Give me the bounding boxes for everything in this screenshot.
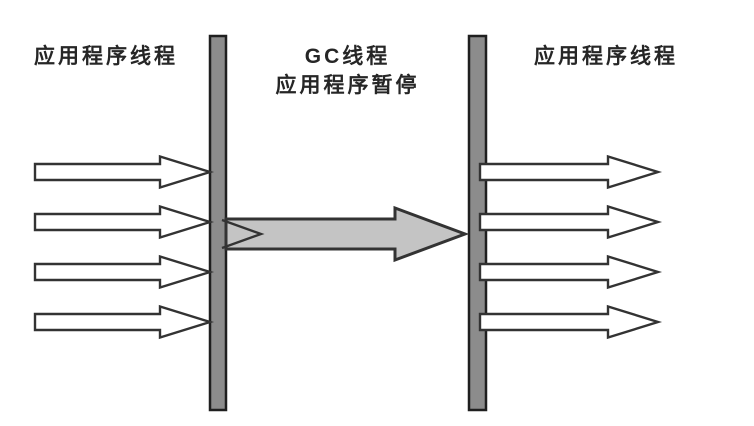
app-thread-arrow: [33, 204, 215, 240]
app-thread-arrow: [33, 254, 215, 290]
app-thread-arrow: [478, 154, 663, 190]
right-app-thread-arrows: [478, 154, 663, 340]
app-thread-arrow: [478, 304, 663, 340]
gc-thread-arrow: [224, 205, 470, 263]
left-app-threads-label: 应用程序线程: [34, 45, 178, 68]
app-thread-arrow: [478, 254, 663, 290]
app-thread-arrow: [478, 204, 663, 240]
app-thread-arrow: [33, 154, 215, 190]
right-app-threads-label: 应用程序线程: [534, 45, 678, 68]
left-safepoint-bar: [208, 34, 228, 412]
piercing-arrowhead-chevron: [221, 218, 265, 250]
gc-thread-label-line1: GC线程: [304, 45, 391, 68]
gc-thread-label-line2: 应用程序暂停: [275, 74, 420, 97]
gc-thread-label: GC线程 应用程序暂停: [226, 42, 469, 100]
left-app-thread-arrows: [33, 154, 215, 340]
app-thread-arrow: [33, 304, 215, 340]
